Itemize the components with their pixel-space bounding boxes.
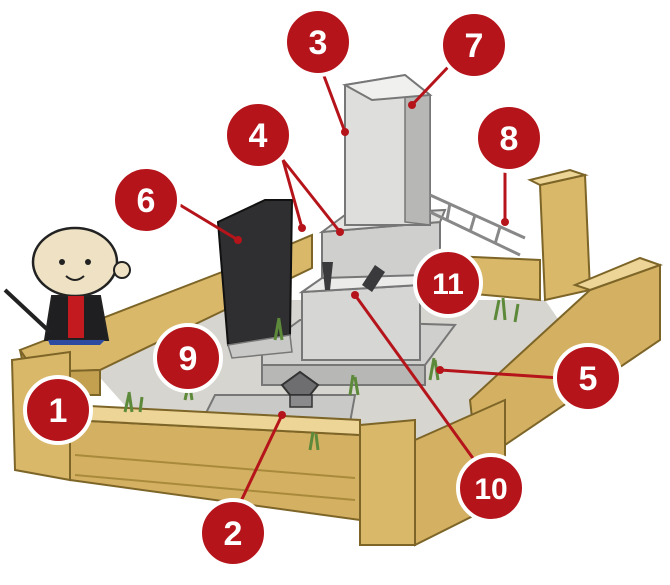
leader-line-10 — [353, 294, 482, 469]
callout-9-number: 9 — [179, 340, 198, 378]
callout-5[interactable]: 5 — [553, 343, 623, 413]
leader-line-4a — [281, 159, 304, 229]
callout-10[interactable]: 10 — [456, 453, 526, 523]
callout-4[interactable]: 4 — [223, 100, 293, 170]
callout-1[interactable]: 1 — [23, 375, 93, 445]
black-stele — [216, 199, 294, 359]
tombstone-pillar — [342, 73, 433, 226]
samurai-mascot-icon — [3, 226, 131, 345]
callout-8-number: 8 — [500, 120, 519, 158]
callout-8[interactable]: 8 — [474, 103, 544, 173]
leader-line-7 — [410, 63, 452, 107]
callout-6[interactable]: 6 — [111, 165, 181, 235]
callout-10-number: 10 — [474, 473, 507, 506]
leader-line-4b — [281, 159, 342, 233]
callout-3[interactable]: 3 — [283, 7, 353, 77]
leader-endpoints — [234, 101, 509, 419]
callout-badges: 1 2 3 4 5 6 7 8 — [23, 7, 623, 568]
callout-11[interactable]: 11 — [413, 248, 483, 318]
callout-7[interactable]: 7 — [439, 10, 509, 80]
vase-block — [298, 273, 427, 361]
callout-9[interactable]: 9 — [153, 323, 223, 393]
callout-2-number: 2 — [224, 515, 243, 553]
leader-line-6 — [179, 203, 239, 242]
callout-5-number: 5 — [579, 360, 598, 398]
flower-vase-icon — [322, 262, 385, 292]
callout-6-number: 6 — [137, 182, 156, 220]
leader-line-5 — [439, 368, 561, 380]
callout-2[interactable]: 2 — [198, 498, 268, 568]
callout-1-number: 1 — [49, 392, 68, 430]
callout-4-number: 4 — [249, 117, 268, 155]
stone-lantern-icon — [280, 370, 320, 408]
callout-3-number: 3 — [309, 24, 328, 62]
stone-rack — [429, 193, 526, 257]
callout-11-number: 11 — [432, 268, 464, 301]
callout-7-number: 7 — [465, 27, 484, 65]
